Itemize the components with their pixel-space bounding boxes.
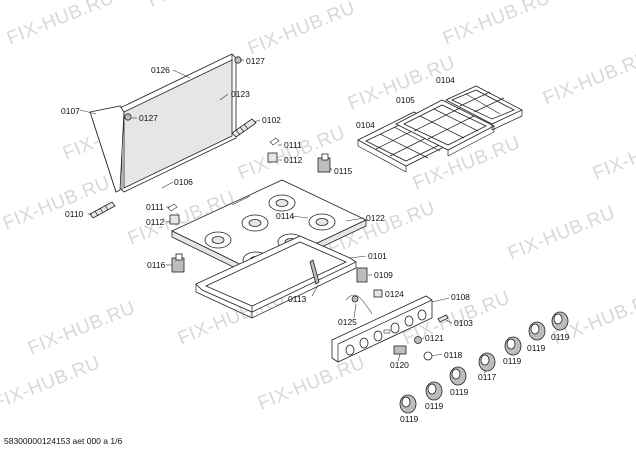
part-label: 0119 [503,356,522,366]
knob-icon [478,352,496,372]
part-label: 0112 [146,217,165,227]
part-label: 0121 [425,333,444,343]
wiring [345,294,373,315]
part-label: 0116 [147,260,166,270]
part-label: 0101 [368,251,387,261]
bracket [267,152,278,163]
part-label: 0103 [454,318,473,328]
part-label: 0126 [151,65,170,75]
part-label: 0105 [396,95,415,105]
part-label: 0104 [436,75,455,85]
knob-hole [417,309,427,321]
part-label: 0114 [276,211,295,221]
part-label: 0106 [174,177,193,187]
knob-icon [551,311,569,331]
lid-glass-frame [119,53,237,193]
screw-icon [437,314,449,323]
part-label: 0113 [288,294,307,304]
part-label: 0119 [450,387,469,397]
part-label: 0118 [444,350,463,360]
part-label: 0119 [527,343,546,353]
knob-icon [449,366,467,386]
knob-hole [373,330,383,342]
clip [269,137,280,146]
ignition-bracket [317,153,331,173]
part-label: 0122 [366,213,385,223]
knob-icon [399,394,417,414]
part-label: 0112 [284,155,303,165]
part-label: 0119 [551,332,570,342]
part-label: 0110 [65,209,84,219]
screw-icon [124,113,132,121]
document-footer: 58300000124153 aet 000 a 1/6 [4,436,123,446]
part-label: 0125 [338,317,357,327]
knob-icon [528,321,546,341]
support-rod [309,259,320,285]
part-label: 0102 [262,115,281,125]
knob-icon [504,336,522,356]
part-label: 0104 [356,120,375,130]
part-label: 0111 [284,140,302,150]
part-label: 0111 [146,202,164,212]
switch-module [393,345,407,355]
part-label: 0127 [246,56,265,66]
hinge-pin [89,201,116,219]
clip [167,203,178,212]
knob-hole [404,315,414,327]
burner-icon [241,214,269,232]
control-panel [331,295,433,363]
part-label: 0127 [139,113,158,123]
knob-icon [425,381,443,401]
switch-block [356,267,368,283]
bracket [169,214,180,225]
ignition-bracket [171,253,185,273]
pan-support-grate [445,85,523,131]
part-label: 0108 [451,292,470,302]
part-label: 0115 [334,166,353,176]
burner-icon [204,231,232,249]
part-label: 0107 [61,106,80,116]
part-label: 0119 [400,414,419,424]
part-label: 0119 [425,401,444,411]
knob-hole [359,337,369,349]
part-label: 0120 [390,360,409,370]
part-label: 0124 [385,289,404,299]
base-frame [195,235,357,319]
part-label: 0117 [478,372,497,382]
pan-support-grate [395,99,495,157]
knob-icon [423,351,433,361]
hinge-pin [231,118,257,138]
ignition-button [414,336,422,344]
part-label: 0123 [231,89,250,99]
knob-hole [345,344,355,356]
knob-hole [390,322,400,334]
burner-icon [268,194,296,212]
clip [373,289,383,298]
connector [351,295,359,303]
leader-lines [79,59,487,374]
lid-side-panel [89,105,125,193]
part-label: 0109 [374,270,393,280]
burner-icon [308,213,336,231]
